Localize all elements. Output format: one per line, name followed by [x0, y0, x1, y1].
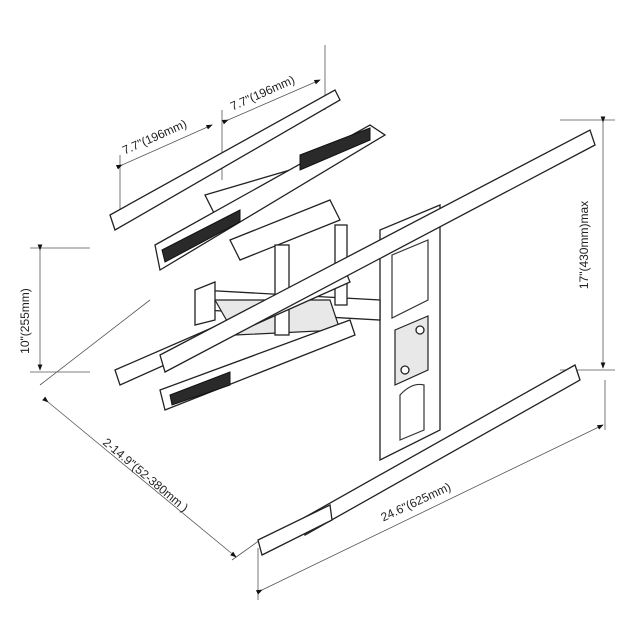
horizontal-rails [159, 129, 596, 556]
dimension-lines [30, 45, 615, 600]
max-height-label: 17"(430mm)max [577, 200, 592, 290]
wall-plate-height-label: 10"(255mm) [17, 288, 32, 354]
wall-plate [379, 204, 441, 462]
